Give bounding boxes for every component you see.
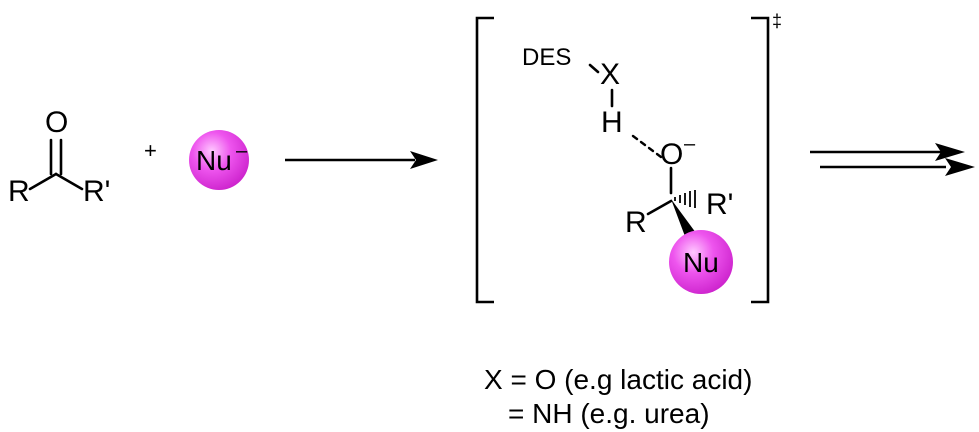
c-r-bond — [646, 199, 673, 216]
ts-oxygen-charge: – — [684, 133, 696, 155]
right-bracket — [751, 16, 770, 304]
ketone-r-label: R — [8, 175, 30, 208]
ketone-oxygen-label: O — [45, 106, 69, 139]
ts-bonds — [588, 63, 673, 216]
hydrogen-label: H — [601, 106, 623, 139]
ketone-right-bond — [54, 172, 84, 191]
ts-oxygen-label: O — [660, 138, 684, 171]
ts-r-label: R — [625, 206, 647, 239]
ts-r-prime-label: R' — [706, 188, 734, 221]
solvent-label: DES — [522, 44, 572, 71]
ts-nucleophile-label: Nu — [683, 247, 719, 278]
plus-sign: + — [144, 138, 157, 163]
ketone-r-prime-label: R' — [83, 175, 111, 208]
transition-state-brackets — [475, 16, 770, 304]
ketone-structure — [28, 138, 84, 191]
nucleophile-charge: – — [236, 140, 248, 162]
double-dagger-symbol: ‡ — [772, 11, 783, 31]
left-bracket — [475, 16, 494, 304]
des-x-bond — [588, 63, 600, 74]
reaction-arrow — [285, 151, 438, 169]
hashed-bond — [674, 190, 696, 208]
nucleophile-label: Nu — [196, 145, 232, 176]
double-arrow — [810, 143, 975, 176]
ketone-left-bond — [28, 172, 58, 191]
donor-atom-label: X — [600, 58, 621, 91]
ts-nucleophile-ball — [669, 230, 733, 294]
note-line-1: X = O (e.g lactic acid) — [484, 364, 753, 395]
wedge-bond — [671, 199, 696, 239]
hydrogen-bond — [631, 134, 663, 159]
note-line-2: = NH (e.g. urea) — [508, 398, 710, 429]
nucleophile-ball — [189, 130, 249, 190]
